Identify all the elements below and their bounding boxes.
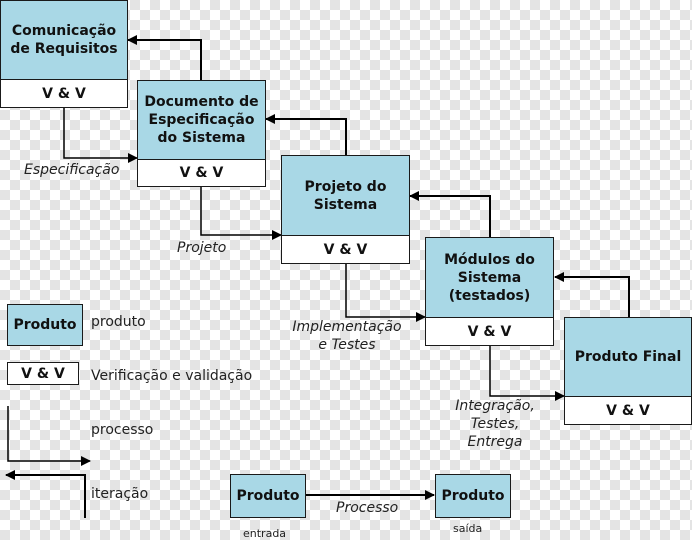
legend-product-box: Produto	[7, 304, 83, 346]
vv-label: V & V	[426, 318, 553, 345]
label-projeto: Projeto	[177, 240, 227, 256]
label-implementacao: Implementação e Testes	[292, 319, 402, 353]
iteration-arrow	[265, 114, 347, 155]
stage-title: Módulos do Sistema (testados)	[426, 238, 553, 318]
process-arrow	[345, 264, 426, 322]
stage-system-design: Projeto do Sistema V & V	[281, 155, 410, 264]
process-arrow	[489, 346, 565, 401]
vv-label: V & V	[565, 397, 691, 424]
stage-title: Projeto do Sistema	[282, 156, 409, 236]
iteration-arrow	[409, 191, 491, 237]
example-input-box: Produto	[230, 474, 306, 518]
stage-title: Produto Final	[565, 318, 691, 397]
example-process-label: Processo	[336, 500, 399, 516]
iteration-arrow	[127, 35, 202, 80]
legend-iteration-text: iteração	[91, 486, 149, 502]
label-integracao: Integração, Testes, Entrega	[455, 398, 535, 450]
process-arrow	[63, 108, 138, 163]
stage-final-product: Produto Final V & V	[564, 317, 692, 425]
example-output-caption: saída	[453, 522, 483, 535]
label-especificacao: Especificação	[24, 162, 120, 178]
iteration-arrow	[554, 272, 630, 317]
vv-label: V & V	[138, 160, 265, 186]
legend-product-text: produto	[91, 314, 146, 330]
example-output-box: Produto	[435, 474, 511, 518]
legend-process-arrow	[7, 406, 91, 466]
vv-label: V & V	[282, 236, 409, 263]
process-arrow	[200, 187, 282, 240]
stage-communication-requirements: Comunicação de Requisitos V & V	[0, 0, 128, 108]
stage-title: Documento de Especificação do Sistema	[138, 81, 265, 160]
legend-vv-box: V & V	[7, 362, 79, 385]
stage-title: Comunicação de Requisitos	[1, 1, 127, 80]
vv-label: V & V	[1, 80, 127, 107]
stage-system-modules: Módulos do Sistema (testados) V & V	[425, 237, 554, 346]
legend-vv-text: Verificação e validação	[91, 368, 253, 384]
stage-specification-document: Documento de Especificação do Sistema V …	[137, 80, 266, 187]
legend-iteration-arrow	[5, 470, 86, 518]
legend-process-text: processo	[91, 422, 154, 438]
example-input-caption: entrada	[243, 527, 287, 540]
